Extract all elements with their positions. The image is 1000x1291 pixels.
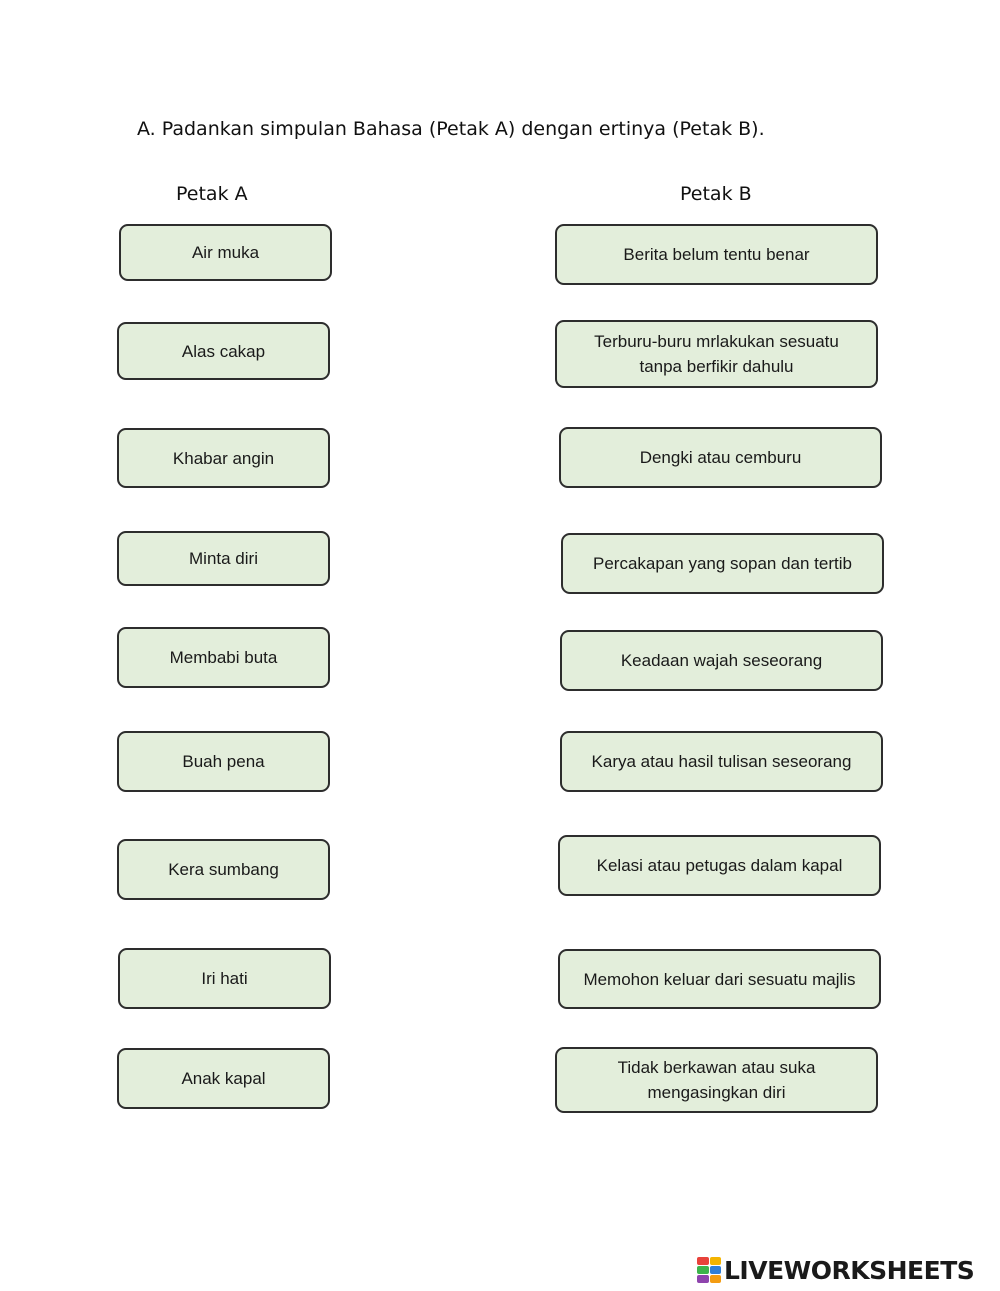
petak-b-label: Keadaan wajah seseorang (620, 651, 823, 670)
petak-a-label: Air muka (191, 243, 260, 262)
petak-b-box[interactable]: Tidak berkawan atau suka mengasingkan di… (555, 1047, 878, 1113)
petak-b-label: Berita belum tentu benar (623, 245, 810, 264)
column-a-header: Petak A (176, 183, 248, 205)
petak-b-box[interactable]: Berita belum tentu benar (555, 224, 878, 285)
petak-a-box[interactable]: Air muka (119, 224, 332, 281)
petak-a-label: Membabi buta (169, 648, 278, 667)
petak-b-box[interactable]: Terburu-buru mrlakukan sesuatu tanpa ber… (555, 320, 878, 388)
petak-b-label: Karya atau hasil tulisan seseorang (591, 752, 852, 771)
liveworksheets-logo: LIVEWORKSHEETS (697, 1255, 975, 1285)
petak-a-box[interactable]: Membabi buta (117, 627, 330, 688)
logo-text: LIVEWORKSHEETS (724, 1255, 975, 1285)
petak-b-label: Memohon keluar dari sesuatu majlis (583, 969, 856, 989)
petak-b-label: Kelasi atau petugas dalam kapal (596, 856, 843, 875)
petak-a-box[interactable]: Anak kapal (117, 1048, 330, 1109)
petak-a-box[interactable]: Kera sumbang (117, 839, 330, 900)
liveworksheets-logo-icon (697, 1257, 721, 1283)
petak-a-label: Khabar angin (172, 448, 275, 468)
petak-b-box[interactable]: Keadaan wajah seseorang (560, 630, 883, 691)
petak-a-box[interactable]: Khabar angin (117, 428, 330, 488)
petak-a-label: Iri hati (201, 969, 248, 988)
petak-a-label: Alas cakap (181, 341, 266, 361)
petak-a-label: Buah pena (182, 752, 265, 771)
petak-b-label: Terburu-buru mrlakukan sesuatu tanpa ber… (594, 332, 839, 376)
petak-b-box[interactable]: Kelasi atau petugas dalam kapal (558, 835, 881, 896)
petak-b-label: Tidak berkawan atau suka mengasingkan di… (617, 1058, 816, 1102)
petak-b-box[interactable]: Percakapan yang sopan dan tertib (561, 533, 884, 594)
petak-a-label: Minta diri (189, 549, 258, 568)
instruction-text: A. Padankan simpulan Bahasa (Petak A) de… (137, 118, 765, 140)
petak-a-box[interactable]: Alas cakap (117, 322, 330, 380)
petak-b-label: Dengki atau cemburu (639, 448, 802, 467)
petak-b-box[interactable]: Karya atau hasil tulisan seseorang (560, 731, 883, 792)
petak-a-label: Anak kapal (181, 1069, 266, 1088)
petak-b-box[interactable]: Dengki atau cemburu (559, 427, 882, 488)
petak-a-box[interactable]: Iri hati (118, 948, 331, 1009)
petak-b-box[interactable]: Memohon keluar dari sesuatu majlis (558, 949, 881, 1009)
column-b-header: Petak B (680, 183, 752, 205)
petak-a-box[interactable]: Buah pena (117, 731, 330, 792)
petak-b-label: Percakapan yang sopan dan tertib (593, 554, 852, 573)
petak-a-label: Kera sumbang (168, 860, 279, 879)
petak-a-box[interactable]: Minta diri (117, 531, 330, 586)
